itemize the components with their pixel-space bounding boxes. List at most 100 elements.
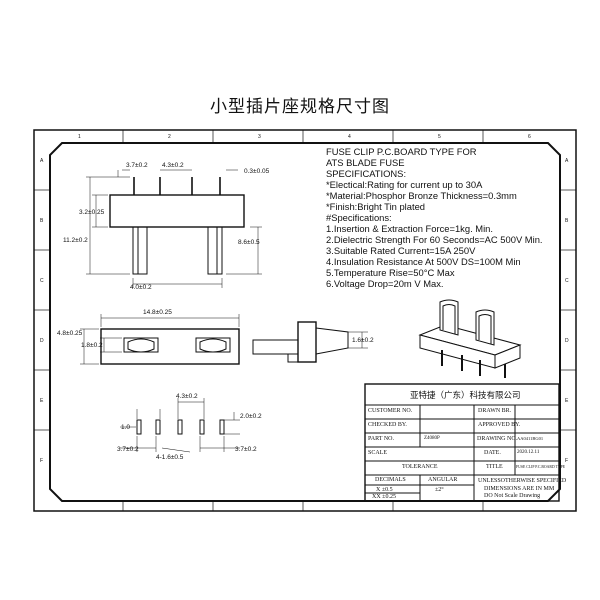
spec-line-6: *Finish:Bright Tin plated (326, 201, 426, 212)
clip-left (123, 337, 159, 353)
spec-line-7: #Specifications: (326, 212, 392, 223)
zone-top-2: 2 (168, 134, 171, 140)
zone-side-e-right: E (565, 398, 569, 404)
spec-text-block: FUSE CLIP P.C.BOARD TYPE FOR ATS BLADE F… (326, 146, 543, 289)
tb-note-2: DIMENSIONS ARE IN MM (484, 486, 555, 492)
tb-company: 亚特捷（广东）科技有限公司 (410, 390, 521, 400)
front-view-labels: 3.7±0.2 4.3±0.2 0.3±0.05 3.2±0.25 11.2±0… (63, 162, 270, 291)
zone-side-f-right: F (565, 458, 568, 464)
zone-labels: 1 2 3 4 5 6 A B C D E F A B C D E F (40, 134, 569, 464)
dim-top-pitch-left: 3.7±0.2 (126, 162, 148, 169)
dim-hole-pitch-right: 3.7±0.2 (235, 446, 257, 453)
front-leg-right (207, 226, 223, 275)
zone-top-3: 3 (258, 134, 261, 140)
dim-clip-inner: 1.8±0.2 (81, 342, 103, 349)
iso-clip-left (439, 299, 459, 336)
tb-checked-label: CHECKED BY. (368, 422, 407, 428)
zone-top-1: 1 (78, 134, 81, 140)
side-clip (297, 321, 317, 363)
tb-part-no-value: Z4080P (424, 436, 440, 441)
tb-angular-tol: ±2° (435, 487, 444, 493)
top-view (80, 314, 240, 365)
dim-top-pitch-mid: 4.3±0.2 (162, 162, 184, 169)
zone-top-4: 4 (348, 134, 351, 140)
spec-line-10: 3.Suitable Rated Current=15A 250V (326, 245, 476, 256)
dim-hole-left: 1.0 (121, 424, 130, 431)
hole-2 (155, 419, 161, 435)
spec-line-4: *Electical:Rating for current up to 30A (326, 179, 483, 190)
dim-hole-pitch-left: 3.7±0.2 (117, 446, 139, 453)
dim-bottom-width: 4.0±0.2 (130, 284, 152, 291)
zone-top-5: 5 (438, 134, 441, 140)
zone-side-f: F (40, 458, 43, 464)
tb-date-value: 2020.12.11 (517, 450, 540, 455)
spec-line-12: 5.Temperature Rise=50°C Max (326, 267, 455, 278)
tb-decimals-label: DECIMALS (375, 477, 406, 483)
dim-side-width: 1.6±0.2 (352, 337, 374, 344)
side-base (252, 339, 299, 355)
dim-clip-height: 4.8±0.25 (57, 330, 83, 337)
dim-upper-height: 3.2±0.25 (79, 209, 105, 216)
tb-note-1: UNLESSOTHERWISE SPECIFIED (478, 478, 567, 484)
tb-approved-label: APPROVED BY. (478, 422, 521, 428)
dim-leg-height: 8.6±0.5 (238, 239, 260, 246)
zone-side-b: B (40, 218, 44, 224)
top-view-body (100, 328, 240, 365)
iso-clip-right (475, 309, 495, 346)
zone-side-c-right: C (565, 278, 569, 284)
top-view-labels: 14.8±0.25 4.8±0.25 1.8±0.2 (57, 309, 172, 349)
dim-length: 14.8±0.25 (143, 309, 172, 316)
sheet-outer-border (33, 129, 577, 512)
hole-1 (136, 419, 142, 435)
spec-line-9: 2.Dielectric Strength For 60 Seconds=AC … (326, 234, 543, 245)
tb-title-value: FUSE CLIP P.C.BOARD TYPE (516, 465, 566, 469)
zone-side-d: D (40, 338, 44, 344)
front-body (109, 194, 245, 228)
tb-x-tol: X ±0.5 (376, 487, 393, 493)
tb-drawing-no-value: AA0411BG01 (517, 436, 544, 441)
tb-scale-label: SCALE (368, 450, 388, 456)
side-view (252, 321, 368, 363)
front-leg-left (132, 226, 148, 275)
tb-title-label: TITLE (486, 464, 503, 470)
spec-line-8: 1.Insertion & Extraction Force=1kg. Min. (326, 223, 494, 234)
dim-thickness: 0.3±0.05 (244, 168, 270, 175)
zone-side-d-right: D (565, 338, 569, 344)
hole-4 (199, 419, 205, 435)
zone-side-b-right: B (565, 218, 569, 224)
zone-side-a-right: A (565, 158, 569, 164)
hole-pattern (120, 398, 240, 453)
spec-line-3: SPECIFICATIONS: (326, 168, 407, 179)
spec-line-5: *Material:Phosphor Bronze Thickness=0.3m… (326, 190, 517, 201)
tb-customer-no-label: CUSTOMER NO. (368, 408, 413, 414)
zone-ticks (34, 130, 576, 511)
tb-note-3: DO Not Scale Drawing (484, 493, 541, 499)
dim-hole-gap-right: 2.0±0.2 (240, 413, 262, 420)
dim-hole-pitch-top: 4.3±0.2 (176, 393, 198, 400)
front-view (86, 169, 262, 288)
dim-total-height: 11.2±0.2 (63, 237, 88, 244)
zone-side-a: A (40, 158, 44, 164)
page-title: 小型插片座规格尺寸图 (210, 97, 390, 117)
spec-line-13: 6.Voltage Drop=20m V Max. (326, 278, 444, 289)
spec-line-11: 4.Insulation Resistance At 500V DS=100M … (326, 256, 521, 267)
hole-pattern-labels: 4.3±0.2 2.0±0.2 1.0 3.7±0.2 3.7±0.2 4-1.… (117, 393, 262, 461)
tb-xx-tol: XX ±0.25 (372, 494, 396, 500)
title-block (364, 383, 560, 502)
dim-hole-dia: 4-1.6±0.5 (156, 454, 184, 461)
tb-angular-label: ANGULAR (428, 477, 458, 483)
clip-right (195, 337, 231, 353)
hole-5 (219, 419, 225, 435)
zone-side-e: E (40, 398, 44, 404)
spec-line-2: ATS BLADE FUSE (326, 157, 405, 168)
hole-3 (177, 419, 183, 435)
tb-part-no-label: PART NO. (368, 436, 394, 442)
tb-drawing-no-label: DRAWING NO. (477, 436, 518, 442)
iso-view (418, 299, 522, 378)
tb-date-label: DATE. (484, 450, 501, 456)
tb-drawn-label: DRAWN BR. (478, 408, 512, 414)
zone-side-c: C (40, 278, 44, 284)
tb-tolerance-label: TOLERANCE (402, 464, 438, 470)
spec-line-1: FUSE CLIP P.C.BOARD TYPE FOR (326, 146, 477, 157)
